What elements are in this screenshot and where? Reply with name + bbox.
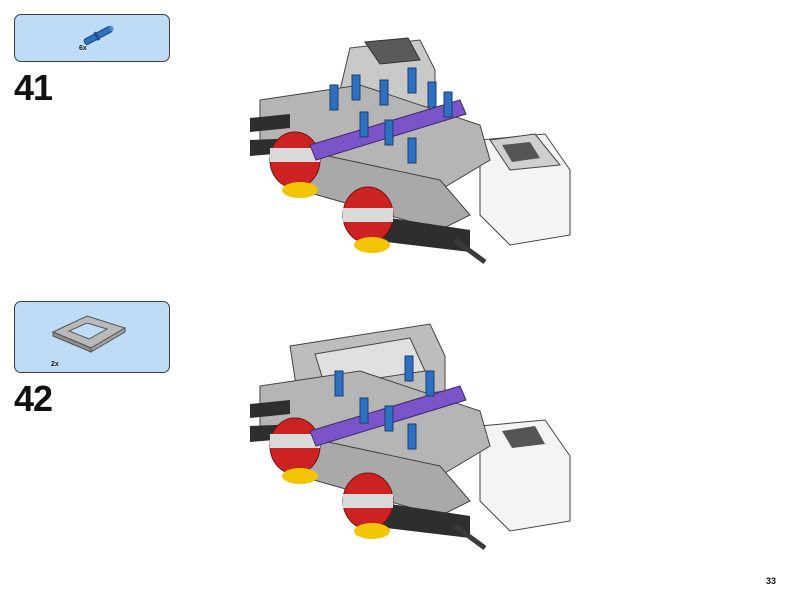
step-number: 42 xyxy=(14,378,53,419)
step-number: 41 xyxy=(14,67,53,108)
parts-callout-step-42: 2x xyxy=(14,301,170,373)
gray-frame-icon xyxy=(51,315,127,353)
page-number: 33 xyxy=(765,576,776,586)
assembly-illustration-step-42 xyxy=(250,323,571,551)
assembly-illustration-step-41 xyxy=(250,37,571,265)
part-quantity: 6x xyxy=(79,45,87,52)
blue-axle-pin-icon xyxy=(83,25,114,45)
parts-callout-step-41: 6x xyxy=(14,14,170,62)
part-quantity: 2x xyxy=(51,361,59,368)
